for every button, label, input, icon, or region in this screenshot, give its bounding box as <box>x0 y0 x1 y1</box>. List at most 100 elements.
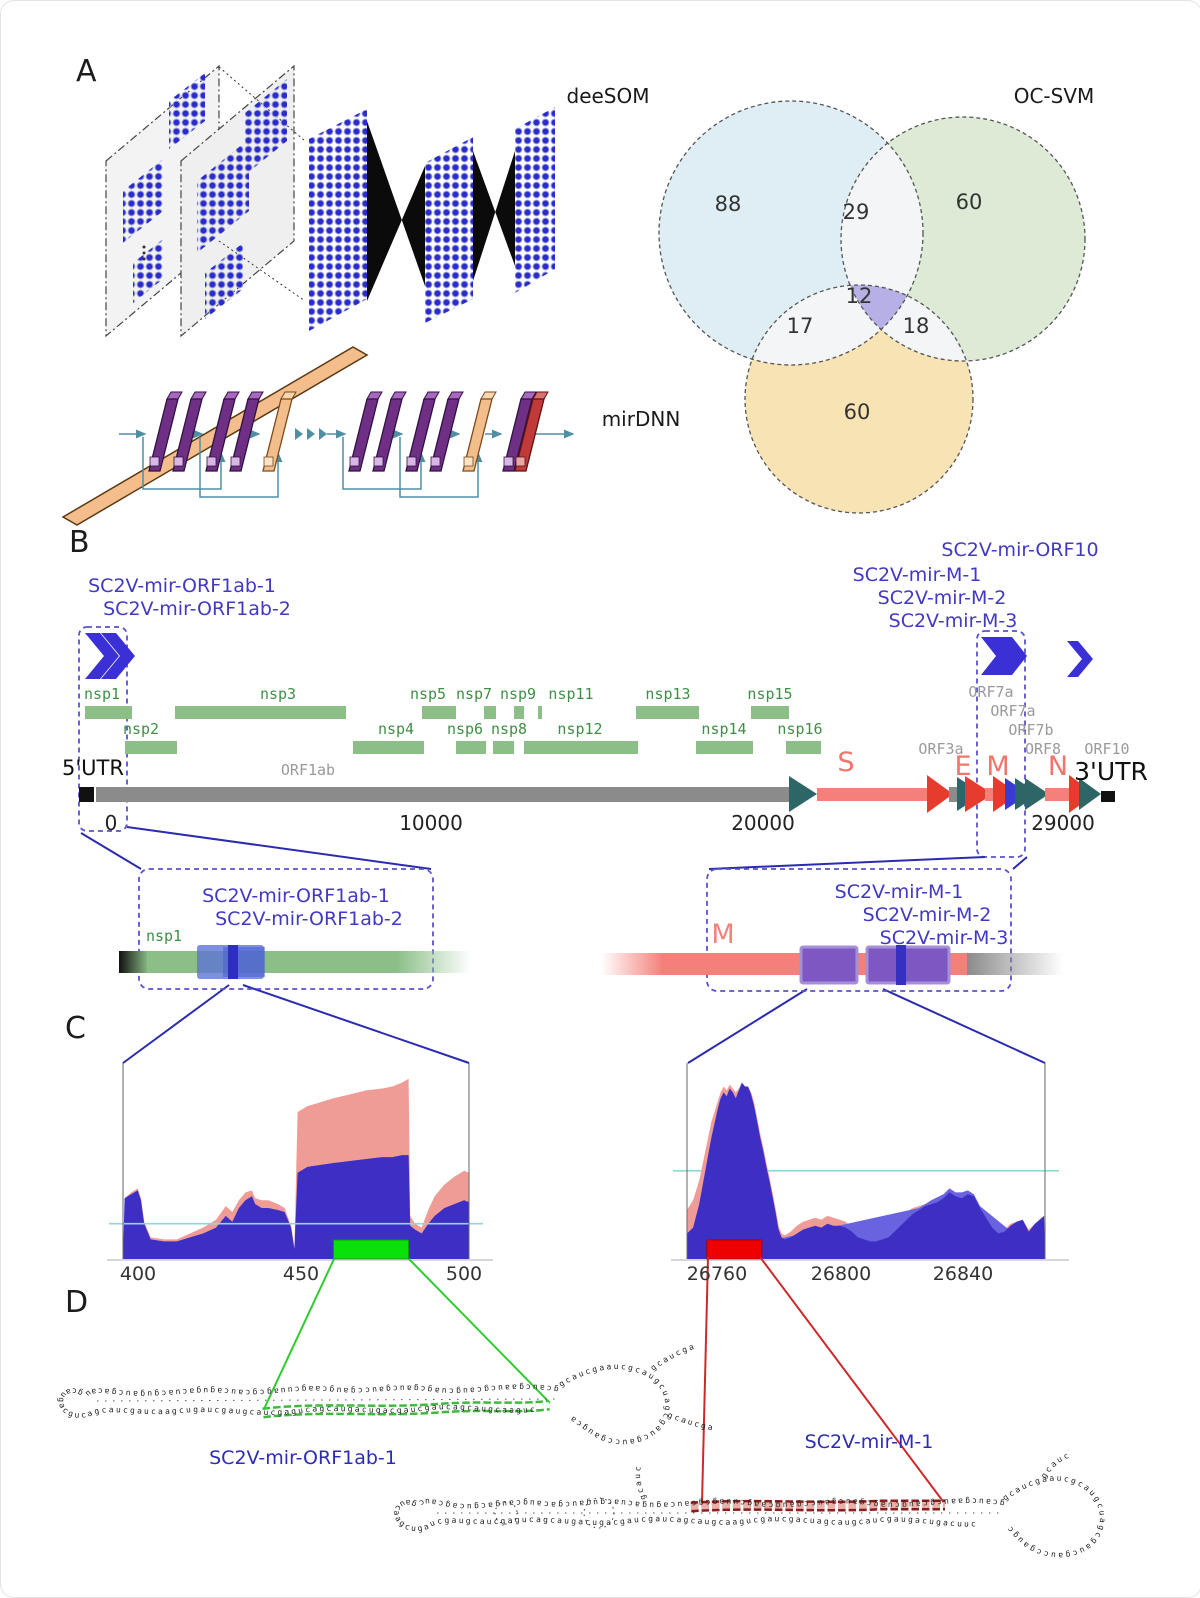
nsp-label: nsp8 <box>490 720 528 738</box>
nsp-label: nsp7 <box>455 685 493 703</box>
nsp-bar-nsp13 <box>636 706 699 719</box>
nsp-bar-nsp14 <box>696 741 753 754</box>
venn-circle-ocsvm <box>840 116 1086 362</box>
inset-orf1ab <box>119 868 471 990</box>
label-3utr: 3'UTR <box>1074 757 1148 786</box>
svg-text:gcauc: gcauc <box>633 1463 648 1501</box>
nsp-label: nsp4 <box>377 720 415 738</box>
label-orf3a: ORF3a <box>918 740 964 758</box>
svg-text:gcaucgaaucgcaugcuagcgaucgauccg: gcaucgaaucgcaugcuagcgaucgauccgaugcaagcuu… <box>392 1496 1005 1533</box>
label-orf10: ORF10 <box>1084 740 1130 758</box>
zoom-connector-lines <box>80 826 1046 1064</box>
venn-diagram <box>658 100 1086 514</box>
mirdnn-label: mirDNN <box>601 407 681 431</box>
som-patch <box>123 159 163 243</box>
nsp-bar-nsp4 <box>353 741 424 754</box>
label-sc2v-mir-orf10: SC2V-mir-ORF10 <box>941 539 1099 561</box>
inset-label-m-1: SC2V-mir-M-1 <box>834 881 964 903</box>
genome-axis-tick: 20000 <box>731 811 795 835</box>
s-gene-bar <box>817 788 929 801</box>
som-layer-3 <box>515 107 555 293</box>
nsp-label: nsp6 <box>446 720 484 738</box>
nsp-label: nsp14 <box>701 720 747 738</box>
coverage-axis-tick: 450 <box>282 1263 320 1285</box>
orf1ab-bar <box>96 787 791 802</box>
venn-count-deesom-mirdnn: 17 <box>786 314 814 338</box>
label-gene-e: E <box>954 751 972 782</box>
dashed-box-orf1ab-site <box>78 626 128 832</box>
nsp-label: nsp11 <box>548 685 594 703</box>
nsp-bar-nsp5 <box>422 706 456 719</box>
genome-axis-tick: 29000 <box>1031 811 1095 835</box>
label-sc2v-mir-m-3: SC2V-mir-M-3 <box>888 610 1018 632</box>
ocsvm-label: OC-SVM <box>1013 84 1095 108</box>
venn-circle-deesom <box>658 100 924 366</box>
label-orf8: ORF8 <box>1024 740 1062 758</box>
venn-count-deesom-ocsvm: 29 <box>842 200 870 224</box>
inset-label-orf1ab-1: SC2V-mir-ORF1ab-1 <box>202 885 390 907</box>
svg-text:gcaucgaaucgcaugcuagcgaucgauccg: gcaucgaaucgcaugcuagcgaucgauccgaugca <box>557 1362 672 1447</box>
structure-label-m-1: SC2V-mir-M-1 <box>804 1431 934 1453</box>
svg-text:gcaucgaaucgcaugcuagcgaucgauccg: gcaucgaaucgcaugcuagcgaucgauccgaugc <box>1001 1474 1107 1560</box>
structure-connector-lines <box>263 1256 946 1505</box>
inset-m <box>601 868 1063 992</box>
panel-a-letter: A <box>76 54 97 89</box>
venn-circle-mirdnn <box>744 284 974 514</box>
venn-count-mirdnn-only: 60 <box>843 400 871 424</box>
mirna-position-marker <box>706 1239 763 1260</box>
coverage-axis-tick: 500 <box>445 1263 483 1285</box>
genome-axis-tick: 10000 <box>399 811 463 835</box>
venn-count-ocsvm-mirdnn: 18 <box>902 314 930 338</box>
label-orf7b: ORF7b <box>1008 721 1054 739</box>
label-5utr: 5'UTR <box>62 756 124 780</box>
nsp-label: nsp3 <box>259 685 297 703</box>
mirna-chevrons <box>85 633 1093 679</box>
inset-label-m-2: SC2V-mir-M-2 <box>862 904 992 926</box>
label-gene-s: S <box>837 747 855 778</box>
genome-bar <box>79 775 1115 813</box>
label-gene-n: N <box>1047 751 1069 782</box>
mirna-highlight-m23 <box>865 945 951 985</box>
genome-axis-tick: 0 <box>104 811 118 835</box>
nsp-label: nsp9 <box>499 685 537 703</box>
n-gene-bar <box>1045 788 1075 801</box>
inset-label-m-3: SC2V-mir-M-3 <box>879 927 1009 949</box>
nsp-label: nsp15 <box>747 685 793 703</box>
inset-label-orf1ab-2: SC2V-mir-ORF1ab-2 <box>215 908 403 930</box>
coverage-plots <box>107 1063 1069 1261</box>
mirna-highlight-m1 <box>799 945 859 985</box>
label-orf7a-2: ORF7a <box>990 702 1036 720</box>
nsp-bars <box>85 706 821 754</box>
structure-label-orf1ab-1: SC2V-mir-ORF1ab-1 <box>209 1447 397 1469</box>
panel-d-letter: D <box>65 1285 89 1320</box>
svg-text:gcaucga: gcaucga <box>667 1410 716 1432</box>
label-gene-m: M <box>986 751 1010 782</box>
nsp-bar-nsp1 <box>85 706 132 719</box>
coverage-area-blue <box>687 1082 1045 1259</box>
nsp-bar-nsp6 <box>456 741 486 754</box>
coverage-axis-tick: 400 <box>119 1263 157 1285</box>
nsp-bar-nsp11 <box>538 706 542 719</box>
coverage-area-blue <box>123 1155 469 1259</box>
nsp-bar-nsp9 <box>514 706 524 719</box>
genome-map <box>78 626 1115 1064</box>
label-sc2v-mir-m-1: SC2V-mir-M-1 <box>852 564 982 586</box>
nsp-bar-nsp2 <box>125 741 177 754</box>
mirdnn-architecture <box>61 346 575 526</box>
nsp-label: nsp2 <box>122 720 160 738</box>
coverage-axis-tick: 26760 <box>686 1263 748 1285</box>
nsp-bar-nsp3 <box>175 706 346 719</box>
coverage-axis-tick: 26800 <box>810 1263 872 1285</box>
connection-bundle <box>367 121 425 301</box>
inset-nsp1-label: nsp1 <box>145 927 183 945</box>
venn-count-all-three: 12 <box>845 284 873 308</box>
nsp-bar-nsp8 <box>493 741 514 754</box>
mirna-position-marker <box>333 1239 410 1260</box>
nsp-label: nsp16 <box>777 720 823 738</box>
nsp-bar-nsp7 <box>484 706 496 719</box>
panel-c-letter: C <box>65 1011 86 1046</box>
nsp-bar-nsp12 <box>524 741 638 754</box>
label-sc2v-mir-orf1ab-2: SC2V-mir-ORF1ab-2 <box>103 598 291 620</box>
nsp-bar-nsp16 <box>786 741 821 754</box>
